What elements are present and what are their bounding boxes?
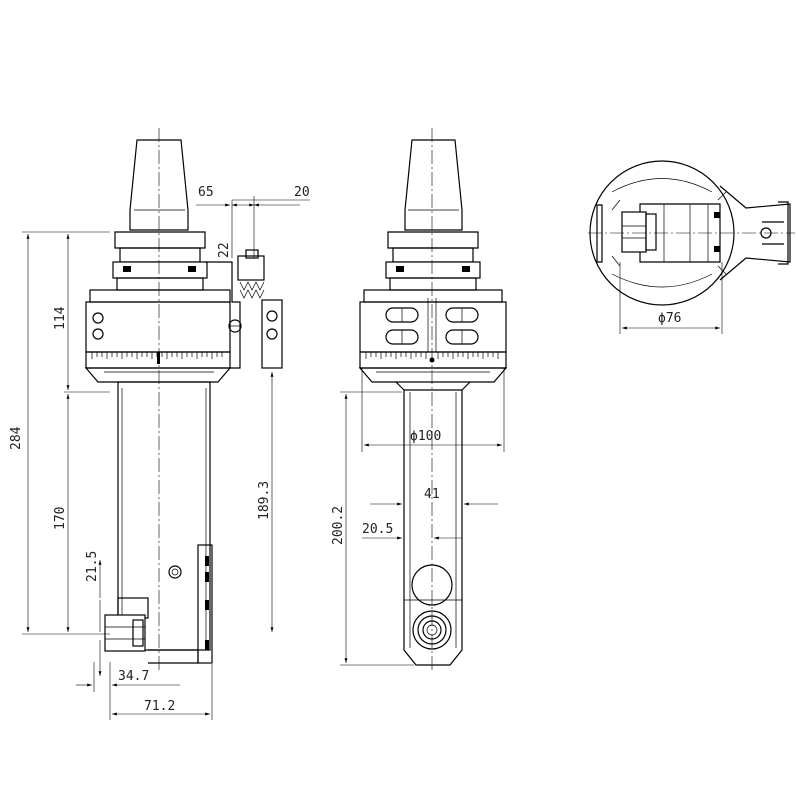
dim-34-7: 34.7 <box>118 669 149 684</box>
dim-phi76: ϕ76 <box>658 311 681 326</box>
dim-65: 65 <box>198 185 214 200</box>
dim-20: 20 <box>294 185 310 200</box>
top-view: ϕ76 <box>588 160 795 334</box>
scale-ticks <box>91 352 223 364</box>
dim-189-3: 189.3 <box>257 481 272 520</box>
dim-phi100: ϕ100 <box>410 429 441 444</box>
dim-20-5: 20.5 <box>362 522 393 537</box>
dim-21-5: 21.5 <box>85 551 100 582</box>
front-view: ϕ100 41 200.2 20.5 <box>331 128 508 670</box>
dim-22: 22 <box>217 242 232 258</box>
side-view: 65 20 22 114 284 170 21.5 189.3 34.7 71.… <box>9 128 310 720</box>
dim-200-2: 200.2 <box>331 506 346 545</box>
dim-284: 284 <box>9 426 24 450</box>
dim-41: 41 <box>424 487 440 502</box>
dim-71-2: 71.2 <box>144 699 175 714</box>
dim-170: 170 <box>53 507 68 530</box>
dim-114: 114 <box>53 306 68 330</box>
